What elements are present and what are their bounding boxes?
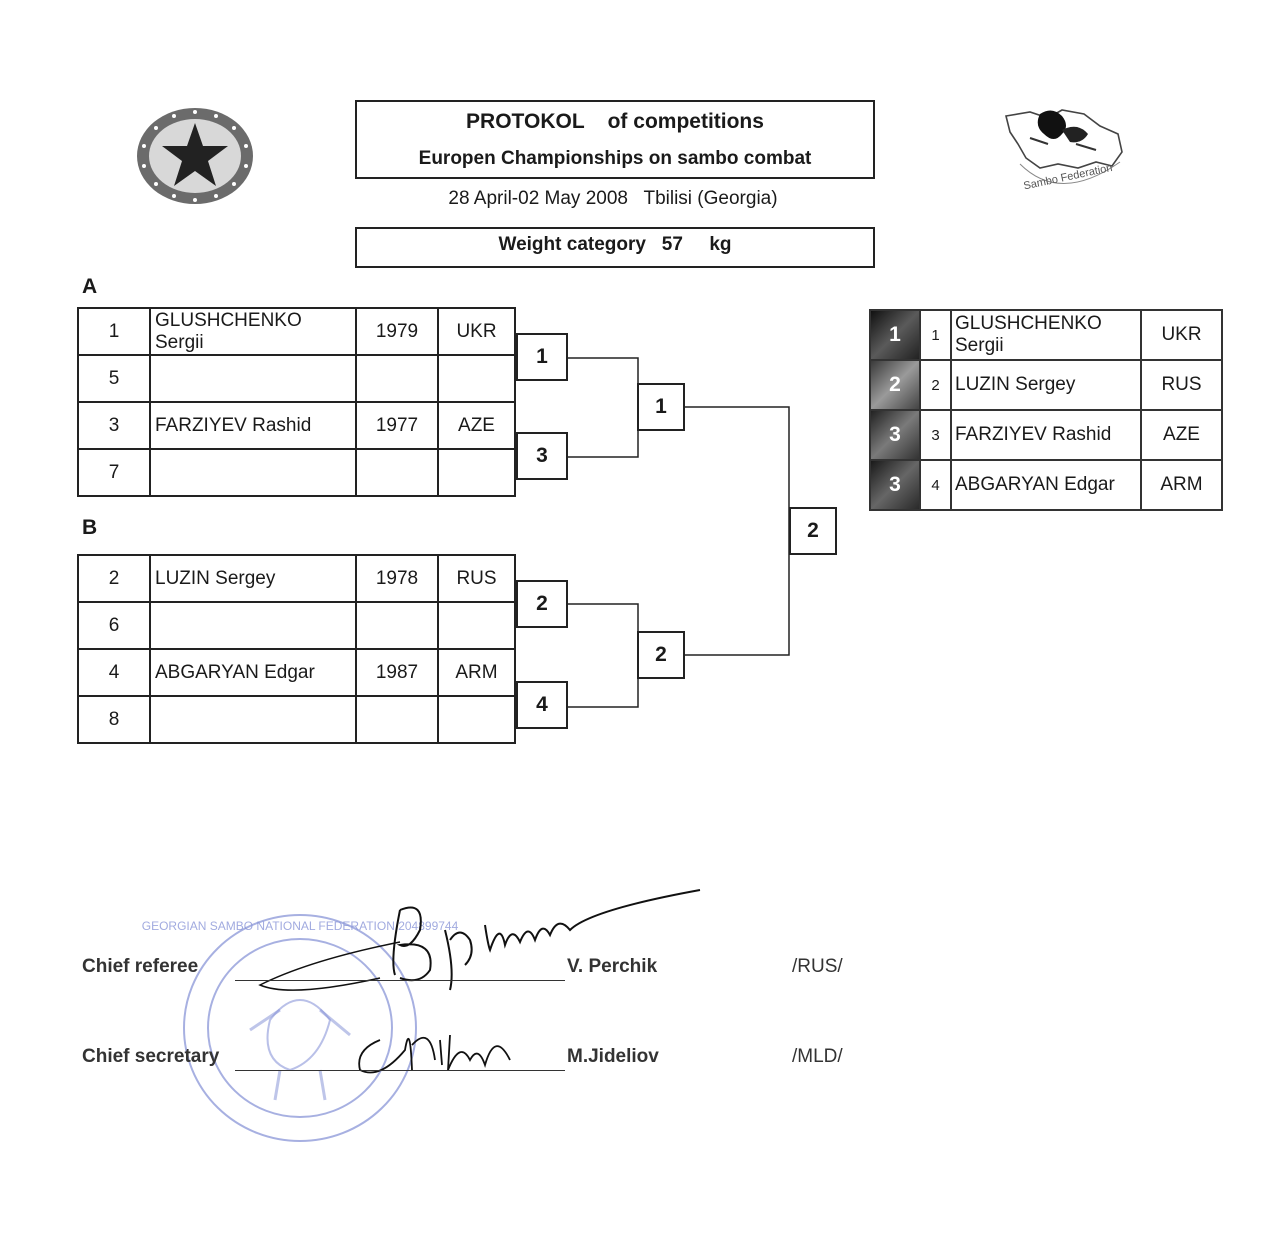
title-box: PROTOKOL of competitions Europen Champio… (355, 100, 875, 179)
championship-name: Europen Championships on sambo combat (418, 148, 812, 169)
birth-year: 1987 (355, 648, 439, 697)
country-code: RUS (1140, 359, 1223, 411)
table-row: 6 (77, 601, 516, 650)
birth-year (355, 448, 439, 497)
birth-year: 1977 (355, 401, 439, 450)
table-row: 5 (77, 354, 516, 403)
athlete-name: LUZIN Sergey (950, 359, 1142, 411)
chief-secretary-label: Chief secretary (82, 1046, 220, 1067)
athlete-name: ABGARYAN Edgar (950, 459, 1142, 511)
semi-winner-box: 2 (637, 631, 685, 679)
connector-line (566, 655, 639, 708)
seed-number: 1 (77, 307, 151, 356)
place-badge: 2 (869, 359, 921, 411)
group-b-table: 2 LUZIN Sergey 1978 RUS 6 4 ABGARYAN Edg… (77, 554, 516, 744)
seed-number: 8 (77, 695, 151, 744)
round1-winner-box: 4 (516, 681, 568, 729)
country-code: AZE (437, 401, 516, 450)
chief-referee-line (235, 980, 565, 981)
seed-number: 1 (919, 309, 952, 361)
country-code (437, 448, 516, 497)
group-a-label: A (82, 275, 98, 298)
connector-line (566, 357, 639, 407)
athlete-name: ABGARYAN Edgar (149, 648, 357, 697)
seed-number: 3 (919, 409, 952, 461)
birth-year (355, 601, 439, 650)
connector-line (685, 406, 790, 531)
round1-winner-box: 2 (516, 580, 568, 628)
sambo-federation-logo: Sambo Federation (1000, 104, 1140, 204)
athlete-name: LUZIN Sergey (149, 554, 357, 603)
connector-line (685, 531, 790, 656)
country-code (437, 695, 516, 744)
seed-number: 7 (77, 448, 151, 497)
country-code: ARM (437, 648, 516, 697)
country-code: UKR (437, 307, 516, 356)
athlete-name: FARZIYEV Rashid (950, 409, 1142, 461)
chief-secretary-line (235, 1070, 565, 1071)
table-row: 4 ABGARYAN Edgar 1987 ARM (77, 648, 516, 697)
place-badge: 3 (869, 409, 921, 461)
connector-line (566, 407, 639, 458)
seed-number: 3 (77, 401, 151, 450)
round1-winner-box: 3 (516, 432, 568, 480)
athlete-name (149, 448, 357, 497)
birth-year (355, 695, 439, 744)
country-code: AZE (1140, 409, 1223, 461)
stamp-text: GEORGIAN SAMBO NATIONAL FEDERATION 20489… (142, 919, 459, 933)
connector-line (566, 603, 639, 655)
semi-winner-box: 1 (637, 383, 685, 431)
referee-signature (258, 889, 701, 991)
table-row: 8 (77, 695, 516, 744)
group-b-label: B (82, 516, 98, 539)
chief-referee-name: V. Perchik (567, 956, 658, 977)
country-code: UKR (1140, 309, 1223, 361)
final-results-table: 1 1 GLUSHCHENKO Sergii UKR 2 2 LUZIN Ser… (869, 309, 1223, 511)
chief-referee-country: /RUS/ (792, 956, 843, 977)
athlete-name (149, 695, 357, 744)
table-row: 3 3 FARZIYEV Rashid AZE (869, 409, 1223, 461)
chief-referee-label: Chief referee (82, 956, 199, 977)
birth-year (355, 354, 439, 403)
country-code (437, 354, 516, 403)
country-code: ARM (1140, 459, 1223, 511)
athlete-name (149, 601, 357, 650)
birth-year: 1978 (355, 554, 439, 603)
athlete-name: GLUSHCHENKO Sergii (950, 309, 1142, 361)
seed-number: 6 (77, 601, 151, 650)
athlete-name (149, 354, 357, 403)
seed-number: 4 (77, 648, 151, 697)
country-code: RUS (437, 554, 516, 603)
birth-year: 1979 (355, 307, 439, 356)
round1-winner-box: 1 (516, 333, 568, 381)
seed-number: 2 (77, 554, 151, 603)
chief-secretary-country: /MLD/ (792, 1046, 843, 1067)
table-row: 7 (77, 448, 516, 497)
table-row: 3 4 ABGARYAN Edgar ARM (869, 459, 1223, 511)
group-a-table: 1 GLUSHCHENKO Sergii 1979 UKR 5 3 FARZIY… (77, 307, 516, 497)
table-row: 1 GLUSHCHENKO Sergii 1979 UKR (77, 307, 516, 356)
star-emblem-logo (136, 106, 256, 206)
document-title: PROTOKOL of competitions (466, 110, 764, 133)
table-row: 2 LUZIN Sergey 1978 RUS (77, 554, 516, 603)
weight-category: Weight category 57 kg (498, 234, 732, 255)
weight-category-box: Weight category 57 kg (355, 227, 875, 268)
place-badge: 3 (869, 459, 921, 511)
table-row: 2 2 LUZIN Sergey RUS (869, 359, 1223, 411)
date-location: 28 April-02 May 2008 Tbilisi (Georgia) (448, 188, 778, 209)
federation-stamp: GEORGIAN SAMBO NATIONAL FEDERATION 20489… (142, 910, 459, 1145)
seed-number: 2 (919, 359, 952, 411)
seed-number: 5 (77, 354, 151, 403)
athlete-name: GLUSHCHENKO Sergii (149, 307, 357, 356)
table-row: 1 1 GLUSHCHENKO Sergii UKR (869, 309, 1223, 361)
athlete-name: FARZIYEV Rashid (149, 401, 357, 450)
seed-number: 4 (919, 459, 952, 511)
place-badge: 1 (869, 309, 921, 361)
chief-secretary-name: M.Jideliov (567, 1046, 659, 1067)
final-winner-box: 2 (789, 507, 837, 555)
table-row: 3 FARZIYEV Rashid 1977 AZE (77, 401, 516, 450)
country-code (437, 601, 516, 650)
